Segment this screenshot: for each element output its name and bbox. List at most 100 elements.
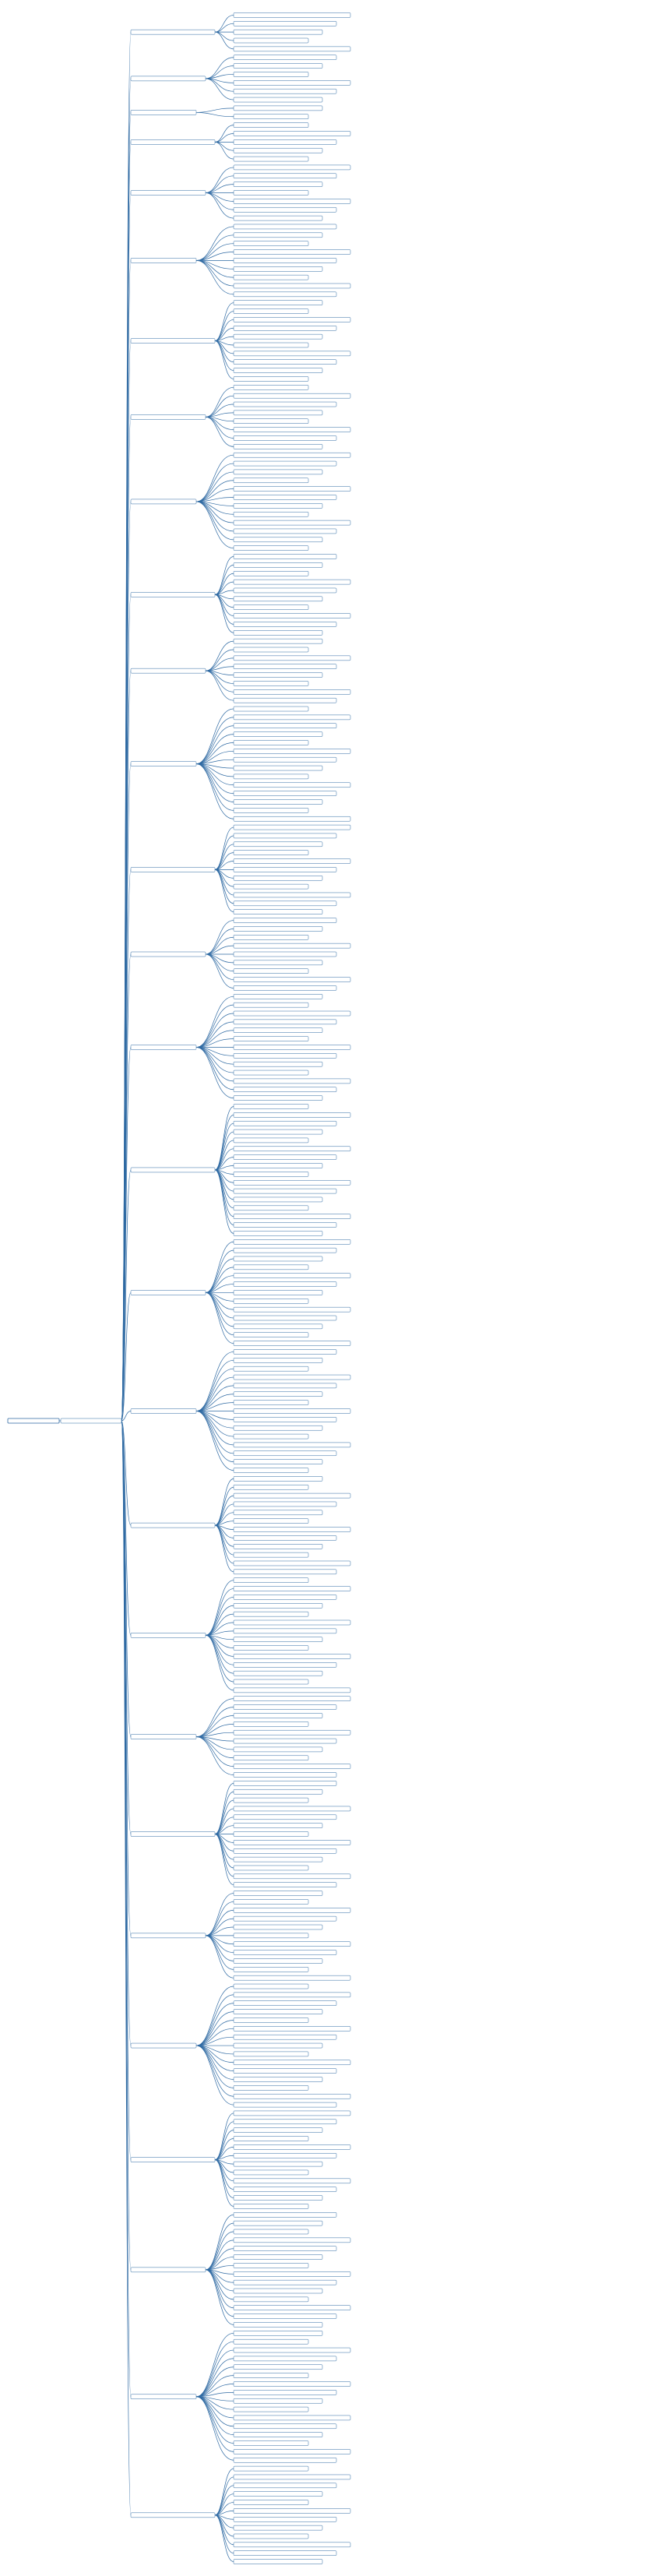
leaf-node-19-4[interactable]: [233, 1611, 309, 1617]
leaf-node-7-5[interactable]: [233, 427, 351, 432]
leaf-node-6-9[interactable]: [233, 376, 309, 382]
leaf-node-17-2[interactable]: [233, 1366, 309, 1372]
leaf-node-20-5[interactable]: [233, 1738, 337, 1744]
leaf-node-17-14[interactable]: [233, 1468, 309, 1473]
leaf-node-1-1[interactable]: [233, 63, 323, 69]
leaf-node-27-0[interactable]: [233, 2465, 309, 2472]
leaf-node-24-7[interactable]: [233, 2169, 309, 2176]
group-node-18[interactable]: [130, 1522, 216, 1528]
leaf-node-27-11[interactable]: [233, 2559, 323, 2564]
leaf-node-26-15[interactable]: [233, 2457, 337, 2463]
group-node-9[interactable]: [130, 592, 216, 597]
leaf-node-24-10[interactable]: [233, 2195, 323, 2201]
leaf-node-7-1[interactable]: [233, 393, 351, 399]
leaf-node-4-0[interactable]: [233, 164, 351, 171]
leaf-node-14-5[interactable]: [233, 1036, 309, 1041]
leaf-node-8-7[interactable]: [233, 511, 309, 517]
leaf-node-19-6[interactable]: [233, 1628, 337, 1634]
leaf-node-24-5[interactable]: [233, 2152, 337, 2158]
group-node-7[interactable]: [130, 414, 206, 420]
leaf-node-25-0[interactable]: [233, 2212, 337, 2218]
group-node-17[interactable]: [130, 1408, 197, 1414]
leaf-node-15-6[interactable]: [233, 1154, 337, 1160]
leaf-node-27-6[interactable]: [233, 2517, 337, 2522]
leaf-node-4-4[interactable]: [233, 199, 351, 204]
leaf-node-8-11[interactable]: [233, 545, 309, 551]
leaf-node-11-7[interactable]: [233, 765, 323, 771]
leaf-node-1-2[interactable]: [233, 72, 309, 77]
leaf-node-4-2[interactable]: [233, 181, 323, 187]
leaf-node-8-10[interactable]: [233, 537, 323, 543]
leaf-node-25-10[interactable]: [233, 2296, 309, 2303]
leaf-node-15-0[interactable]: [233, 1104, 309, 1109]
leaf-node-19-8[interactable]: [233, 1645, 309, 1651]
leaf-node-11-4[interactable]: [233, 740, 309, 745]
group-node-15[interactable]: [130, 1167, 216, 1173]
leaf-node-2-1[interactable]: [233, 114, 309, 120]
leaf-node-1-5[interactable]: [233, 97, 323, 103]
leaf-node-12-0[interactable]: [233, 824, 351, 830]
leaf-node-10-1[interactable]: [233, 647, 309, 653]
leaf-node-1-4[interactable]: [233, 88, 337, 94]
leaf-node-20-8[interactable]: [233, 1764, 351, 1769]
leaf-node-9-2[interactable]: [233, 571, 309, 576]
leaf-node-4-6[interactable]: [233, 215, 323, 221]
leaf-node-11-10[interactable]: [233, 791, 337, 796]
leaf-node-12-5[interactable]: [233, 867, 337, 872]
leaf-node-11-0[interactable]: [233, 706, 309, 712]
group-node-19[interactable]: [130, 1633, 206, 1638]
leaf-node-19-11[interactable]: [233, 1670, 323, 1676]
leaf-node-12-9[interactable]: [233, 900, 337, 907]
leaf-node-18-4[interactable]: [233, 1510, 323, 1516]
leaf-node-20-7[interactable]: [233, 1755, 309, 1761]
leaf-node-8-6[interactable]: [233, 503, 323, 509]
leaf-node-16-0[interactable]: [233, 1239, 351, 1245]
group-node-2[interactable]: [130, 110, 197, 115]
leaf-node-26-12[interactable]: [233, 2432, 323, 2437]
leaf-node-13-6[interactable]: [233, 968, 309, 974]
leaf-node-5-7[interactable]: [233, 283, 351, 289]
leaf-node-23-7[interactable]: [233, 2042, 323, 2049]
leaf-node-11-1[interactable]: [233, 714, 351, 721]
leaf-node-19-3[interactable]: [233, 1603, 323, 1609]
leaf-node-21-2[interactable]: [233, 1797, 309, 1803]
leaf-node-12-6[interactable]: [233, 875, 323, 881]
leaf-node-22-1[interactable]: [233, 1899, 309, 1905]
leaf-node-23-0[interactable]: [233, 1983, 309, 1989]
branch-node[interactable]: [60, 1418, 122, 1424]
leaf-node-27-7[interactable]: [233, 2525, 323, 2531]
leaf-node-18-2[interactable]: [233, 1492, 351, 1499]
leaf-node-16-5[interactable]: [233, 1281, 337, 1287]
leaf-node-22-7[interactable]: [233, 1950, 337, 1955]
leaf-node-21-4[interactable]: [233, 1814, 337, 1820]
leaf-node-15-7[interactable]: [233, 1163, 323, 1168]
leaf-node-13-1[interactable]: [233, 926, 323, 932]
leaf-node-27-3[interactable]: [233, 2491, 323, 2497]
leaf-node-23-6[interactable]: [233, 2034, 337, 2040]
leaf-node-9-9[interactable]: [233, 630, 323, 636]
leaf-node-13-8[interactable]: [233, 985, 337, 991]
leaf-node-23-2[interactable]: [233, 2000, 337, 2006]
leaf-node-17-0[interactable]: [233, 1349, 337, 1355]
leaf-node-9-5[interactable]: [233, 596, 323, 602]
leaf-node-6-6[interactable]: [233, 351, 351, 357]
group-node-22[interactable]: [130, 1933, 206, 1939]
leaf-node-24-1[interactable]: [233, 2119, 337, 2125]
leaf-node-26-4[interactable]: [233, 2364, 323, 2370]
leaf-node-7-7[interactable]: [233, 444, 323, 449]
leaf-node-8-1[interactable]: [233, 460, 337, 467]
leaf-node-23-1[interactable]: [233, 1992, 351, 1998]
leaf-node-4-3[interactable]: [233, 190, 309, 196]
leaf-node-17-6[interactable]: [233, 1400, 309, 1405]
leaf-node-21-5[interactable]: [233, 1823, 323, 1828]
group-node-11[interactable]: [130, 761, 197, 766]
leaf-node-26-1[interactable]: [233, 2338, 309, 2345]
leaf-node-22-0[interactable]: [233, 1891, 323, 1896]
leaf-node-23-13[interactable]: [233, 2093, 351, 2099]
leaf-node-11-12[interactable]: [233, 808, 309, 813]
leaf-node-15-4[interactable]: [233, 1137, 309, 1144]
leaf-node-15-1[interactable]: [233, 1112, 351, 1118]
leaf-node-19-9[interactable]: [233, 1654, 351, 1659]
leaf-node-19-1[interactable]: [233, 1586, 351, 1591]
leaf-node-27-2[interactable]: [233, 2483, 337, 2489]
